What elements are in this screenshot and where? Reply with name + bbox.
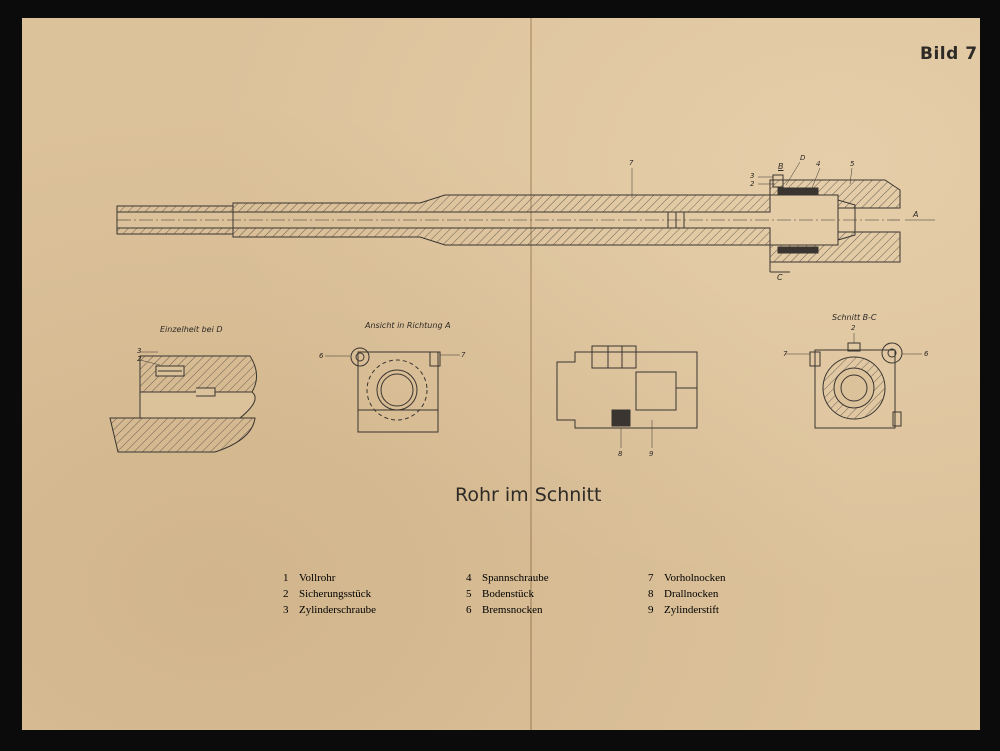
- breech-block: [769, 179, 901, 263]
- legend-label: Drallnocken: [664, 588, 719, 600]
- callout-3-main: 3: [750, 172, 755, 180]
- legend-column-2: 4 Spannschraube 5 Bodenstück 6 Bremsnocken: [466, 570, 549, 618]
- legend-number: 7: [648, 572, 654, 584]
- legend-item: 6 Bremsnocken: [466, 602, 549, 618]
- callout-b-main: B: [778, 162, 784, 171]
- legend-column-3: 7 Vorholnocken 8 Drallnocken 9 Zylinderstif…: [648, 570, 726, 618]
- callout-6-view-a: 6: [319, 352, 324, 360]
- legend-label: Bodenstück: [482, 588, 534, 600]
- callout-7-view-a: 7: [461, 351, 466, 359]
- callout-9-bottom: 9: [649, 450, 654, 458]
- bore-circle-a: [380, 373, 414, 407]
- sheet-label: Bild 7: [920, 44, 978, 64]
- callout-a-main: A: [913, 210, 919, 219]
- legend-label: Vorholnocken: [664, 572, 726, 584]
- legend-number: 8: [648, 588, 654, 600]
- legend-number: 2: [283, 588, 289, 600]
- barrel-section-view: [116, 161, 935, 273]
- drawing-title: Rohr im Schnitt: [455, 484, 602, 506]
- callout-c-main: C: [777, 273, 783, 282]
- legend-item: 3 Zylinderschraube: [283, 602, 376, 618]
- legend-number: 5: [466, 588, 472, 600]
- legend-number: 1: [283, 572, 289, 584]
- callout-5-main: 5: [850, 160, 855, 168]
- legend-label: Zylinderstift: [664, 604, 719, 616]
- legend-label: Vollrohr: [299, 572, 336, 584]
- drawing-sheet: [22, 18, 980, 730]
- callout-2-detail: 2: [137, 355, 142, 363]
- legend-item: 1 Vollrohr: [283, 570, 376, 586]
- bottom-view: [556, 345, 698, 448]
- barrel-upper-wall: [232, 194, 771, 213]
- center-fold: [530, 18, 532, 730]
- section-bc-label: Schnitt B-C: [832, 313, 877, 322]
- legend-number: 6: [466, 604, 472, 616]
- callout-4-main: 4: [816, 160, 821, 168]
- callout-7-section: 7: [783, 350, 788, 358]
- legend-number: 9: [648, 604, 654, 616]
- callout-8-bottom: 8: [618, 450, 623, 458]
- callout-3-detail: 3: [137, 347, 142, 355]
- barrel-lower-wall: [232, 227, 771, 246]
- detail-view-label: Einzelheit bei D: [160, 325, 223, 334]
- legend-item: 7 Vorholnocken: [648, 570, 726, 586]
- callout-6-section: 6: [924, 350, 929, 358]
- callout-d-main: D: [800, 154, 806, 162]
- clamp-screw-bottom: [777, 246, 819, 254]
- detail-d-view: [109, 351, 257, 453]
- legend-item: 9 Zylinderstift: [648, 602, 726, 618]
- legend-label: Bremsnocken: [482, 604, 543, 616]
- callout-2-section: 2: [851, 324, 856, 332]
- legend-item: 4 Spannschraube: [466, 570, 549, 586]
- section-bc-view: [785, 333, 922, 429]
- callout-2-main: 2: [750, 180, 755, 188]
- legend-item: 2 Sicherungsstück: [283, 586, 376, 602]
- callout-7-main: 7: [629, 159, 634, 167]
- view-a-label: Ansicht in Richtung A: [365, 321, 451, 330]
- recoil-cam-a: [350, 347, 370, 367]
- legend-column-1: 1 Vollrohr 2 Sicherungsstück 3 Zylinderschr…: [283, 570, 376, 618]
- legend-item: 5 Bodenstück: [466, 586, 549, 602]
- twist-cam-block: [611, 409, 631, 427]
- legend-number: 3: [283, 604, 289, 616]
- legend-item: 8 Drallnocken: [648, 586, 726, 602]
- legend-label: Sicherungsstück: [299, 588, 372, 600]
- view-a: [325, 347, 460, 433]
- legend-label: Zylinderschraube: [299, 604, 376, 616]
- legend-label: Spannschraube: [482, 572, 549, 584]
- legend-number: 4: [466, 572, 472, 584]
- recoil-cam-bc: [881, 342, 903, 364]
- clamp-screw-top: [777, 187, 819, 195]
